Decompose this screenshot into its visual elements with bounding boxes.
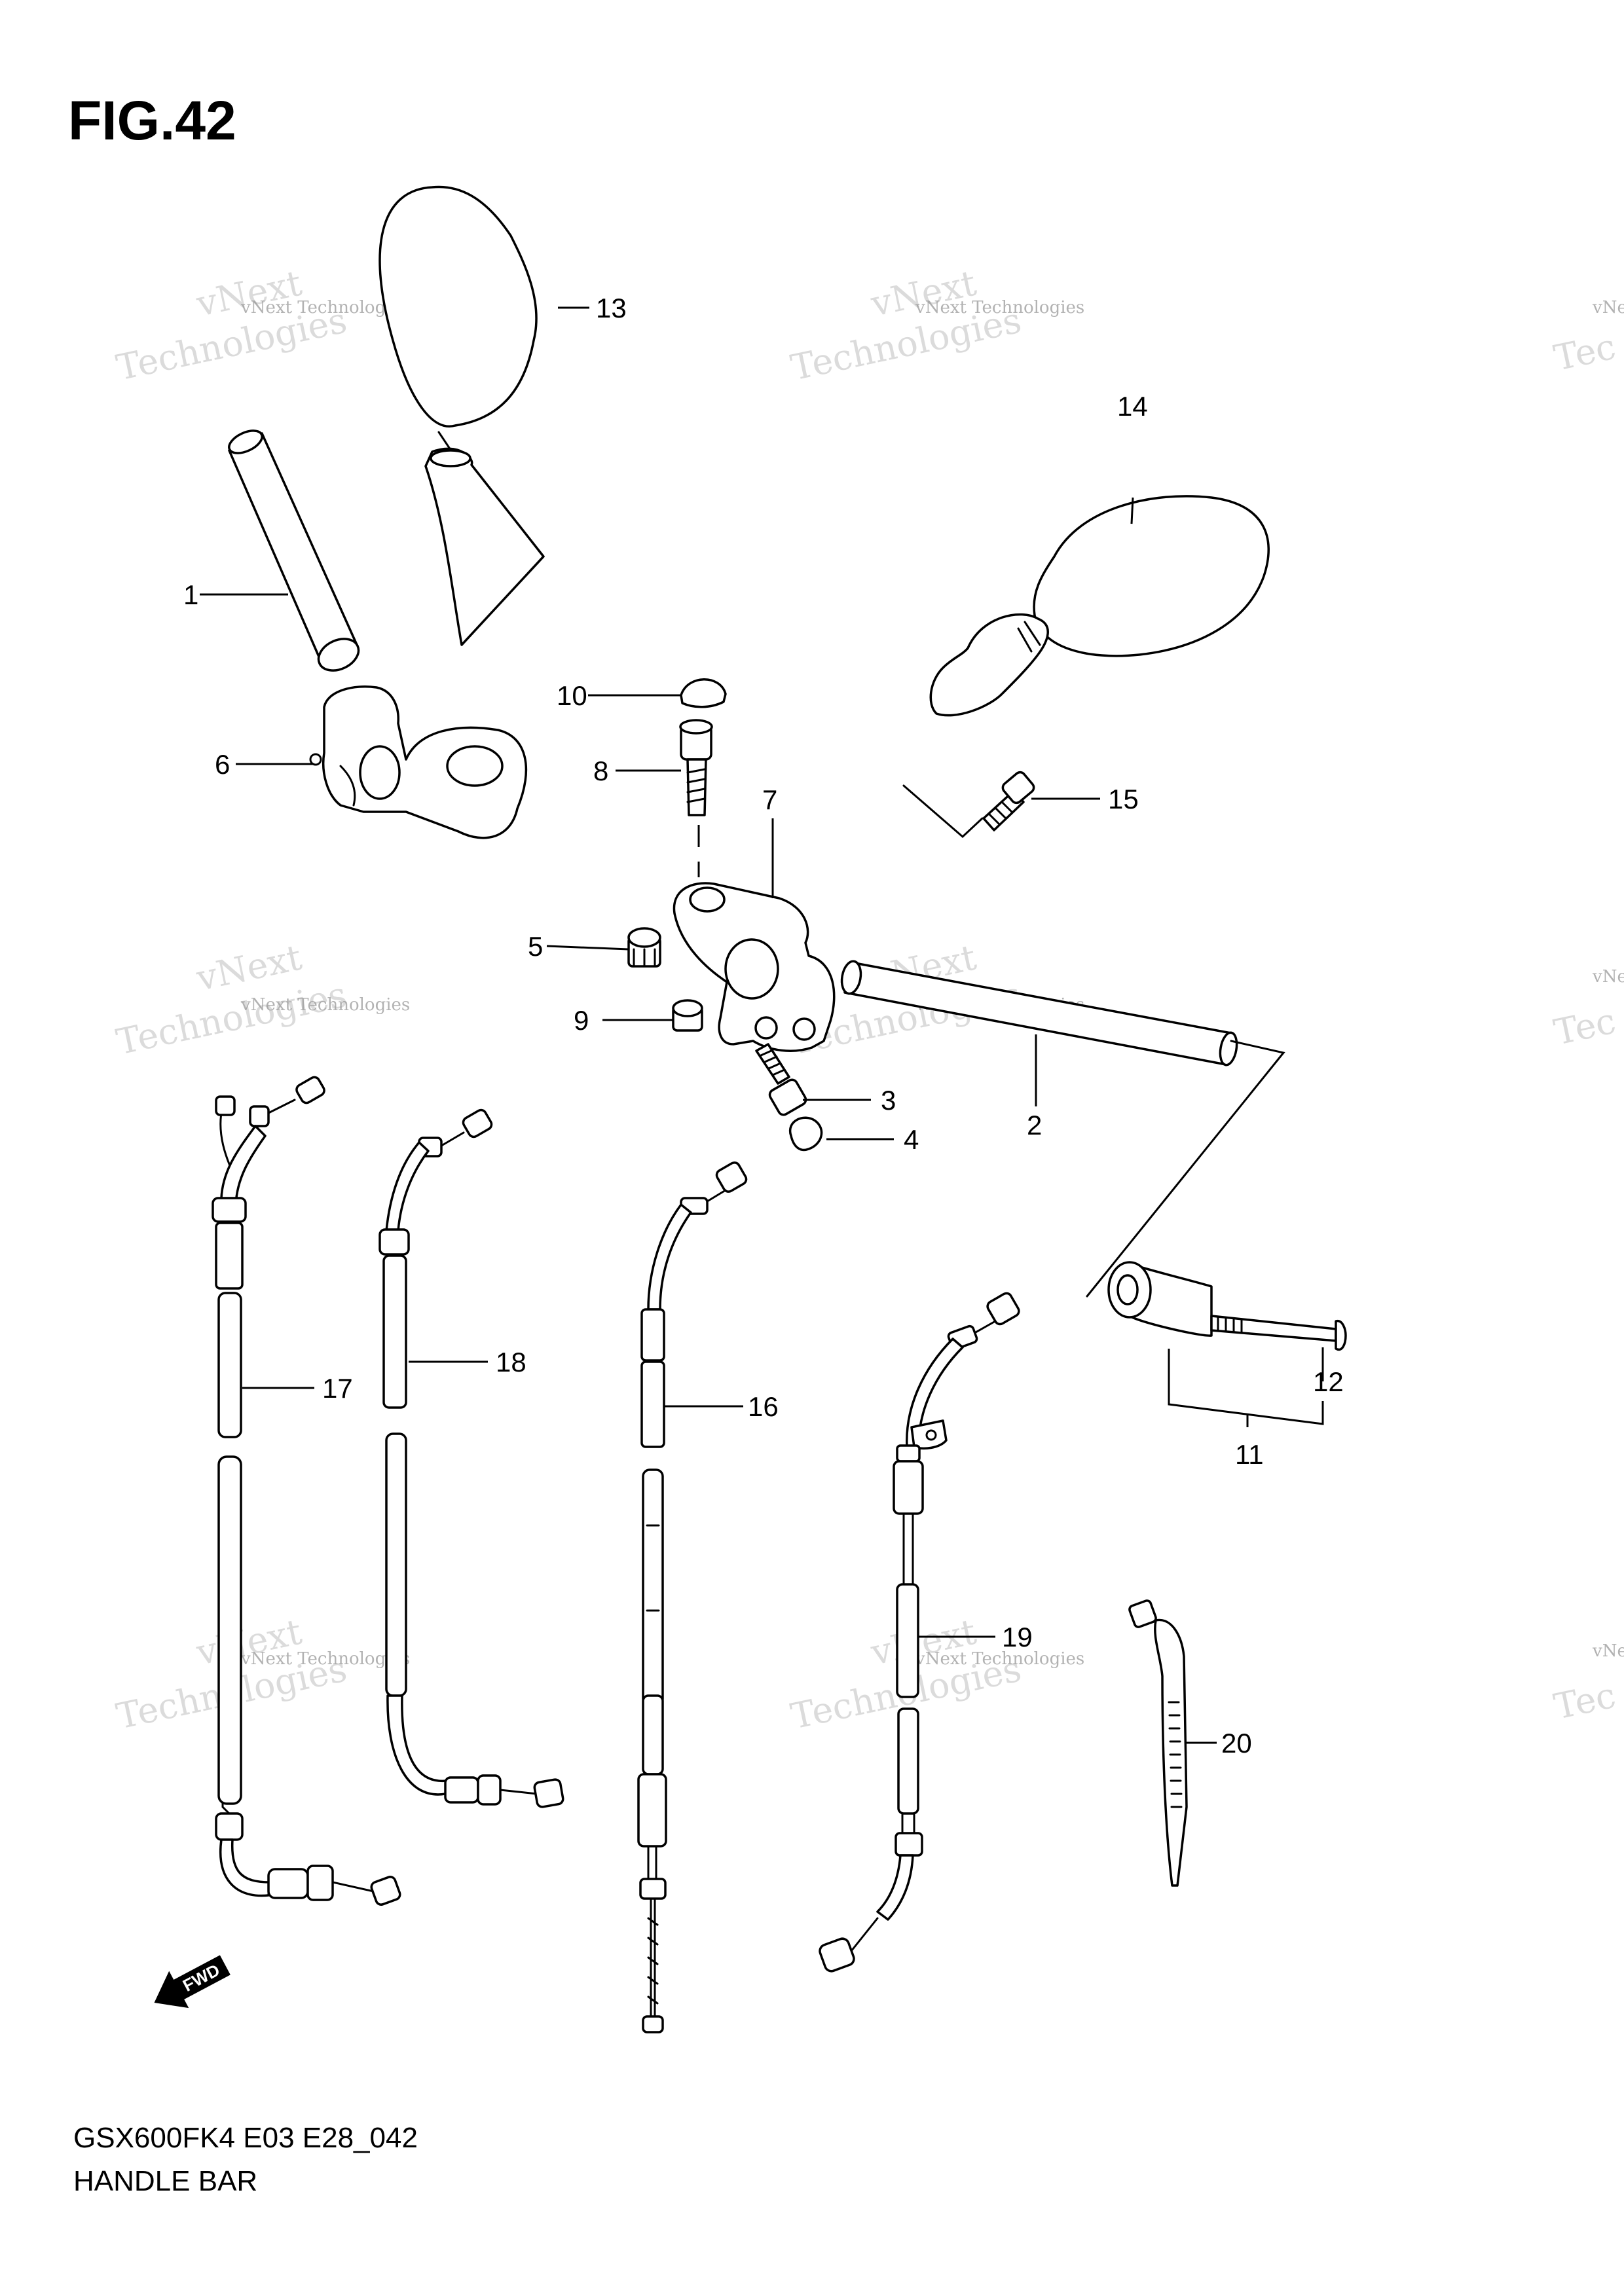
watermark: vNext Technologies: [113, 263, 350, 389]
callout-14: 14: [1117, 391, 1148, 422]
watermark-edge: vNe: [1592, 967, 1624, 987]
callout-10: 10: [557, 680, 587, 711]
callout-13: 13: [596, 293, 627, 323]
watermark-caption: vNext Technologies: [240, 1649, 410, 1669]
part-1-grip-tube: [228, 429, 360, 672]
watermark-edge: vNe: [1592, 298, 1624, 318]
callout-1: 1: [183, 579, 198, 610]
callout-7: 7: [762, 784, 777, 815]
part-19-cable: [819, 1292, 1020, 1973]
watermark-caption: vNext Technologies: [915, 1649, 1084, 1669]
part-2-handlebar: [840, 960, 1285, 1298]
callout-5: 5: [528, 931, 543, 962]
part-8-bolt: [679, 719, 713, 877]
callout-labels: 13 1 6 10 8 7 14 15 5 9 3 4 2 12 11 17 1…: [183, 293, 1344, 1758]
callout-15: 15: [1108, 784, 1139, 814]
callout-19: 19: [1002, 1622, 1033, 1652]
part-17-throttle-cable: [212, 1076, 401, 1906]
part-5-nut: [627, 927, 661, 968]
part-4-cap: [788, 1116, 823, 1152]
callout-6: 6: [215, 749, 230, 780]
part-7-handlebar-clamp: [673, 882, 836, 1052]
section-name: HANDLE BAR: [73, 2165, 258, 2197]
callout-17: 17: [322, 1373, 353, 1404]
part-13-left-mirror: [378, 185, 545, 646]
part-16-cable: [637, 1161, 748, 2033]
watermark-edge-big: Tec: [1551, 326, 1619, 379]
watermark: vNext Technologies: [787, 263, 1025, 389]
part-10-cap: [680, 678, 727, 708]
fwd-arrow-icon: FWD: [154, 1955, 231, 2009]
callout-11: 11: [1235, 1439, 1264, 1470]
watermark-caption: vNext Technologies: [240, 298, 410, 318]
part-6-handlebar-holder: [309, 685, 528, 839]
callout-4: 4: [904, 1124, 919, 1155]
figure-title: FIG.42: [68, 90, 236, 151]
part-20-cable-tie: [1128, 1599, 1188, 1887]
part-11-bar-end-weight: [1107, 1261, 1213, 1337]
part-9-nut: [672, 999, 703, 1032]
callout-3: 3: [881, 1085, 896, 1116]
callout-9: 9: [574, 1005, 589, 1036]
watermark-edge: vNe: [1592, 1641, 1624, 1661]
callout-18: 18: [496, 1347, 526, 1377]
watermark-caption: vNext Technologies: [915, 298, 1084, 318]
leader-lines: [200, 306, 1324, 1744]
part-3-bolt: [755, 1043, 807, 1116]
part-14-right-mirror: [902, 495, 1270, 839]
watermark-caption: vNext Technologies: [240, 995, 410, 1015]
callout-20: 20: [1221, 1728, 1252, 1758]
part-15-screw: [982, 771, 1035, 831]
watermark-edge-big: Tec: [1551, 1000, 1619, 1053]
callout-16: 16: [748, 1391, 779, 1422]
part-12-screw: [1210, 1315, 1347, 1351]
model-code: GSX600FK4 E03 E28_042: [73, 2122, 418, 2154]
part-18-throttle-cable: [378, 1108, 564, 1808]
watermark-edge-big: Tec: [1551, 1675, 1619, 1728]
callout-12: 12: [1313, 1366, 1344, 1397]
callout-2: 2: [1027, 1110, 1042, 1140]
callout-8: 8: [593, 756, 608, 786]
